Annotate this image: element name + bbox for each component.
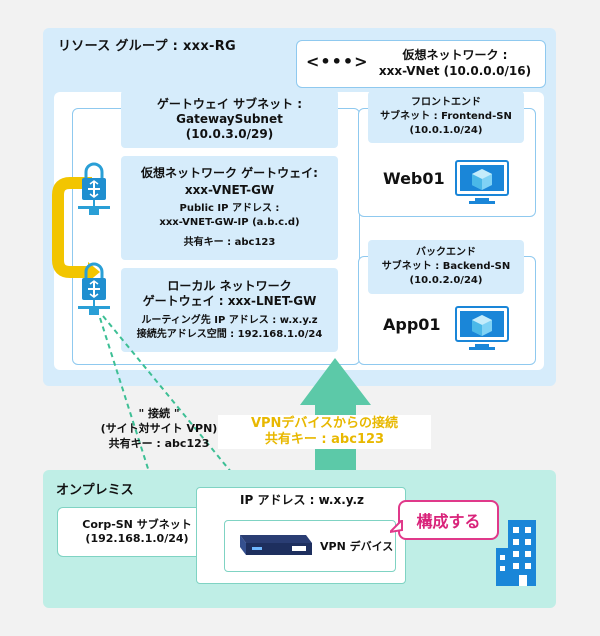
gateway-subnet-line2: GatewaySubnet [176, 111, 283, 126]
app01-label: App01 [383, 315, 441, 334]
vnet-gateway-line4: xxx-VNET-GW-IP (a.b.c.d) [159, 217, 300, 228]
vnet-gateway-icon [78, 162, 110, 215]
vpn-flow-line1: VPNデバイスからの接続 [250, 416, 399, 431]
vnet-box [296, 40, 546, 88]
vpn-ip-label: IP アドレス : w.x.y.z [240, 493, 365, 507]
connection-line3: 共有キー : abc123 [108, 437, 210, 450]
local-gateway-line3: ルーティング先 IP アドレス : w.x.y.z [141, 314, 318, 326]
vnet-gateway-box: 仮想ネットワーク ゲートウェイ: xxx-VNET-GW Public IP ア… [121, 156, 338, 260]
configure-callout: 構成する [398, 500, 499, 540]
vnet-line1: 仮想ネットワーク : [402, 48, 508, 62]
backend-header: バックエンド サブネット : Backend-SN (10.0.2.0/24) [368, 240, 524, 294]
corp-subnet-box: Corp-SN サブネット (192.168.1.0/24) [57, 507, 217, 557]
frontend-line1: フロントエンド [411, 97, 481, 108]
configure-callout-tail [390, 520, 403, 534]
corp-subnet-line2: (192.168.1.0/24) [85, 532, 189, 545]
vpn-device-icon [240, 535, 312, 555]
corp-subnet-line1: Corp-SN サブネット [82, 518, 192, 531]
frontend-line2: サブネット : Frontend-SN [380, 111, 512, 122]
vpn-flow-label: VPNデバイスからの接続 共有キー : abc123 [218, 415, 431, 449]
vnet-arrow-icon: <•••> [306, 52, 369, 71]
vnet-label: 仮想ネットワーク : xxx-VNet (10.0.0.0/16) [366, 43, 544, 83]
backend-line3: (10.0.2.0/24) [409, 275, 483, 286]
vnet-gateway-line5: 共有キー : abc123 [183, 237, 276, 248]
local-gateway-line4: 接続先アドレス空間 : 192.168.1.0/24 [136, 328, 323, 340]
frontend-header: フロントエンド サブネット : Frontend-SN (10.0.1.0/24… [368, 91, 524, 143]
building-icon [496, 520, 536, 586]
local-gateway-line1: ローカル ネットワーク [167, 278, 292, 293]
web01-vm-icon [455, 160, 509, 204]
vnet-gateway-line2: xxx-VNET-GW [184, 183, 275, 197]
connection-label: " 接続 " (サイト対サイト VPN) 共有キー : abc123 [84, 406, 234, 451]
local-gateway-line2: ゲートウェイ : xxx-LNET-GW [142, 293, 317, 308]
local-gateway-icon [78, 262, 110, 315]
gateway-subnet-line1: ゲートウェイ サブネット : [156, 96, 303, 111]
yellow-arrowhead [88, 262, 100, 282]
vpn-flow-line2: 共有キー : abc123 [264, 432, 385, 447]
backend-line2: サブネット : Backend-SN [381, 261, 511, 272]
connection-line2: (サイト対サイト VPN) [100, 422, 218, 435]
connection-line1: " 接続 " [138, 407, 180, 420]
dashed-line-vpn [102, 315, 237, 479]
vnet-gateway-line1: 仮想ネットワーク ゲートウェイ: [141, 166, 318, 180]
backend-line1: バックエンド [416, 247, 476, 258]
web01-label: Web01 [383, 169, 445, 188]
yellow-connector [52, 177, 92, 278]
frontend-line3: (10.0.1.0/24) [409, 125, 483, 136]
onprem-title: オンプレミス [56, 483, 134, 498]
vpn-device-label: VPN デバイス [320, 540, 394, 553]
local-gateway-box: ローカル ネットワーク ゲートウェイ : xxx-LNET-GW ルーティング先… [121, 268, 338, 352]
vnet-gateway-line3: Public IP アドレス : [179, 203, 280, 214]
gateway-subnet-header: ゲートウェイ サブネット : GatewaySubnet (10.0.3.0/2… [121, 90, 338, 148]
resource-group-title: リソース グループ : xxx-RG [58, 39, 236, 54]
vnet-line2: xxx-VNet (10.0.0.0/16) [378, 64, 532, 78]
gateway-subnet-line3: (10.0.3.0/29) [185, 126, 274, 141]
dashed-line-corp [99, 317, 159, 501]
app01-vm-icon [455, 306, 509, 350]
